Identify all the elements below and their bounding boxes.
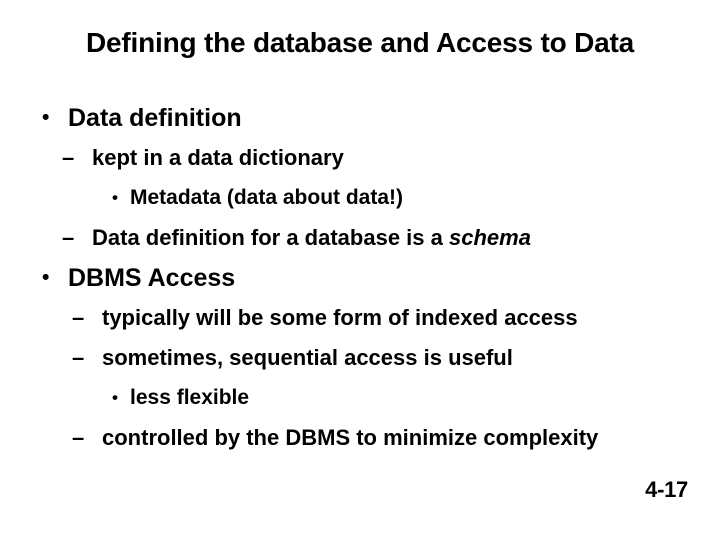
emphasis-term: schema: [448, 225, 531, 250]
list-item: – Data definition for a database is a sc…: [0, 218, 720, 258]
list-item: – kept in a data dictionary: [0, 138, 720, 178]
list-item-label: less flexible: [130, 386, 250, 409]
bullet-level2-icon: –: [72, 305, 85, 330]
bullet-level2-icon: –: [62, 225, 75, 250]
bullet-list: • Data definition – kept in a data dicti…: [0, 98, 720, 458]
list-item: • less flexible: [0, 378, 720, 418]
list-item-label: typically will be some form of indexed a…: [102, 305, 578, 330]
page-number: 4-17: [645, 477, 688, 502]
bullet-level2-icon: –: [72, 425, 85, 450]
list-item-label: DBMS Access: [68, 264, 236, 292]
list-item-label: sometimes, sequential access is useful: [102, 345, 513, 370]
bullet-level2-icon: –: [72, 345, 85, 370]
list-item-label: kept in a data dictionary: [92, 145, 344, 170]
list-item-label: Metadata (data about data!): [130, 186, 404, 209]
list-item: • Data definition: [0, 98, 720, 138]
bullet-level3-icon: •: [112, 188, 118, 207]
list-item: • Metadata (data about data!): [0, 178, 720, 218]
page-title: Defining the database and Access to Data: [86, 27, 634, 58]
bullet-level1-icon: •: [42, 266, 50, 289]
list-item-label: Data definition: [68, 104, 242, 132]
list-item: – sometimes, sequential access is useful: [0, 338, 720, 378]
list-item-label: Data definition for a database is a: [92, 225, 449, 250]
bullet-level3-icon: •: [112, 388, 118, 407]
list-item: • DBMS Access: [0, 258, 720, 298]
list-item: – controlled by the DBMS to minimize com…: [0, 418, 720, 458]
bullet-level1-icon: •: [42, 106, 50, 129]
list-item: – typically will be some form of indexed…: [0, 298, 720, 338]
list-item-label: controlled by the DBMS to minimize compl…: [102, 425, 599, 450]
bullet-level2-icon: –: [62, 145, 75, 170]
